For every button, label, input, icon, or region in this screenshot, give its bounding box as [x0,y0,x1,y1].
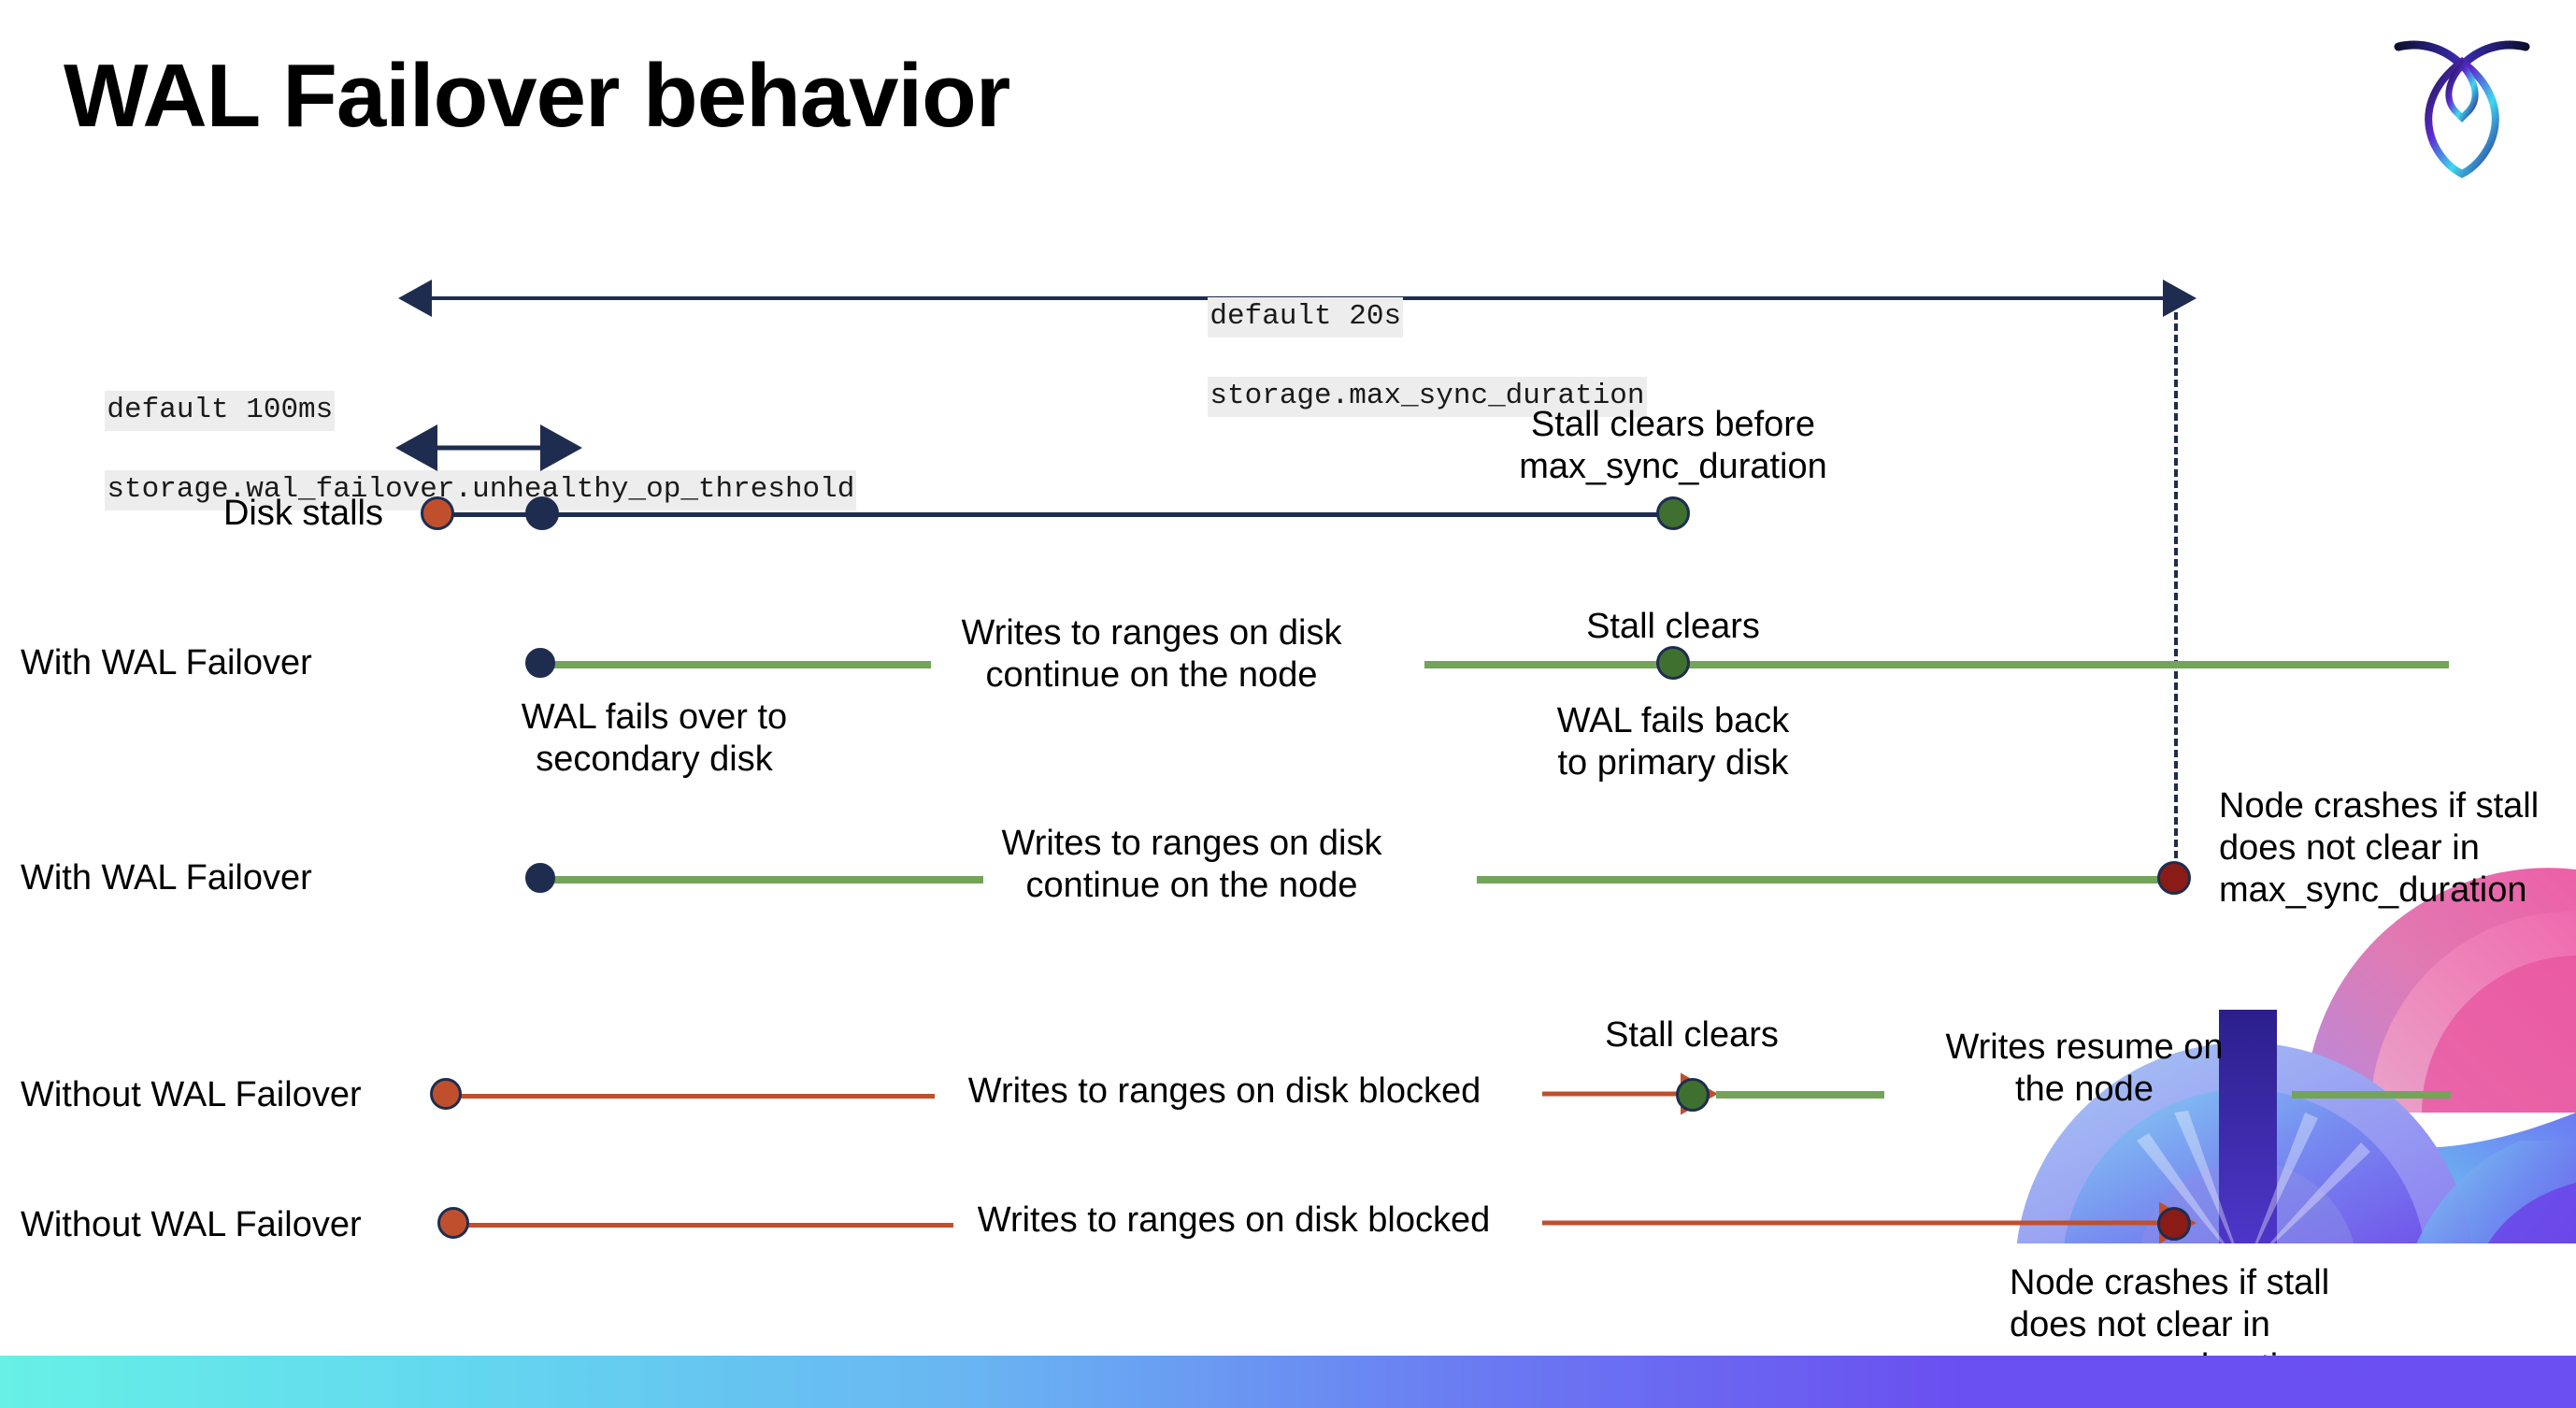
without-failover-1-resume-line-right [2292,1091,2451,1099]
with-failover-2-segment-left [535,876,983,884]
with-failover-2-failover-dot [525,863,555,893]
note-writes-resume: Writes resume on the node [1945,1027,2224,1109]
row-label-without-wal-failover-2: Without WAL Failover [21,1205,362,1244]
note-writes-blocked-1: Writes to ranges on disk blocked [967,1071,1481,1111]
row-label-disk-stalls: Disk stalls [222,494,383,533]
without-failover-1-resume-line [1716,1091,1884,1099]
note-writes-continue-2: Writes to ranges on disk continue on the… [1001,824,1382,905]
row-label-with-wal-failover-2: With WAL Failover [21,858,312,898]
note-stall-clears-1: Stall clears [1586,607,1760,646]
disk-stalls-clear-dot [1656,496,1690,530]
bottom-gradient-bar [0,1356,2576,1408]
without-failover-2-blocked-arrow [1542,1201,2197,1244]
without-failover-1-start-dot [430,1078,462,1110]
with-failover-1-segment-right [1424,661,2449,668]
without-failover-1-clear-dot [1676,1078,1710,1112]
without-failover-2-blocked-line-left [458,1223,953,1228]
note-stall-clears-before-max-sync: Stall clears before max_sync_duration [1519,405,1827,486]
cockroachdb-logo [2387,21,2537,180]
with-failover-1-clear-dot [1656,646,1690,680]
note-writes-blocked-2: Writes to ranges on disk blocked [977,1200,1491,1240]
unhealthy-op-threshold-setting: default 100ms storage.wal_failover.unhea… [36,351,857,551]
unhealthy-op-threshold-span-arrow [395,424,582,471]
with-failover-2-crash-dot [2157,861,2191,895]
note-wal-fails-over: WAL fails over to secondary disk [521,697,788,779]
note-node-crashes-1: Node crashes if stall does not clear in … [2219,786,2540,910]
max-sync-default-label: default 20s [1208,296,1404,338]
max-sync-setting-name: storage.max_sync_duration [1208,377,1647,418]
disk-stalls-line [437,512,1681,517]
unhealthy-op-setting-name: storage.wal_failover.unhealthy_op_thresh… [105,470,857,511]
disk-stalls-start-dot [421,496,454,530]
without-failover-2-start-dot [437,1207,469,1239]
caption-backdrop [1972,1243,2576,1374]
max-sync-duration-guideline [2174,301,2178,881]
with-failover-1-segment-left [535,661,931,668]
row-label-with-wal-failover-1: With WAL Failover [21,643,312,682]
page-title: WAL Failover behavior [64,46,1010,146]
without-failover-2-crash-dot [2157,1207,2191,1241]
note-stall-clears-2: Stall clears [1605,1015,1779,1055]
with-failover-1-failover-dot [525,648,555,678]
without-failover-1-blocked-line [449,1094,935,1099]
row-label-without-wal-failover-1: Without WAL Failover [21,1075,362,1114]
with-failover-2-segment-right [1477,876,2168,884]
max-sync-duration-setting: default 20s storage.max_sync_duration [1138,257,1647,457]
disk-stalls-failover-dot [525,496,559,530]
unhealthy-op-default-label: default 100ms [105,390,336,431]
note-writes-continue-1: Writes to ranges on disk continue on the… [961,613,1342,695]
without-failover-1-blocked-arrow [1542,1072,1718,1115]
note-wal-fails-back: WAL fails back to primary disk [1556,701,1790,783]
